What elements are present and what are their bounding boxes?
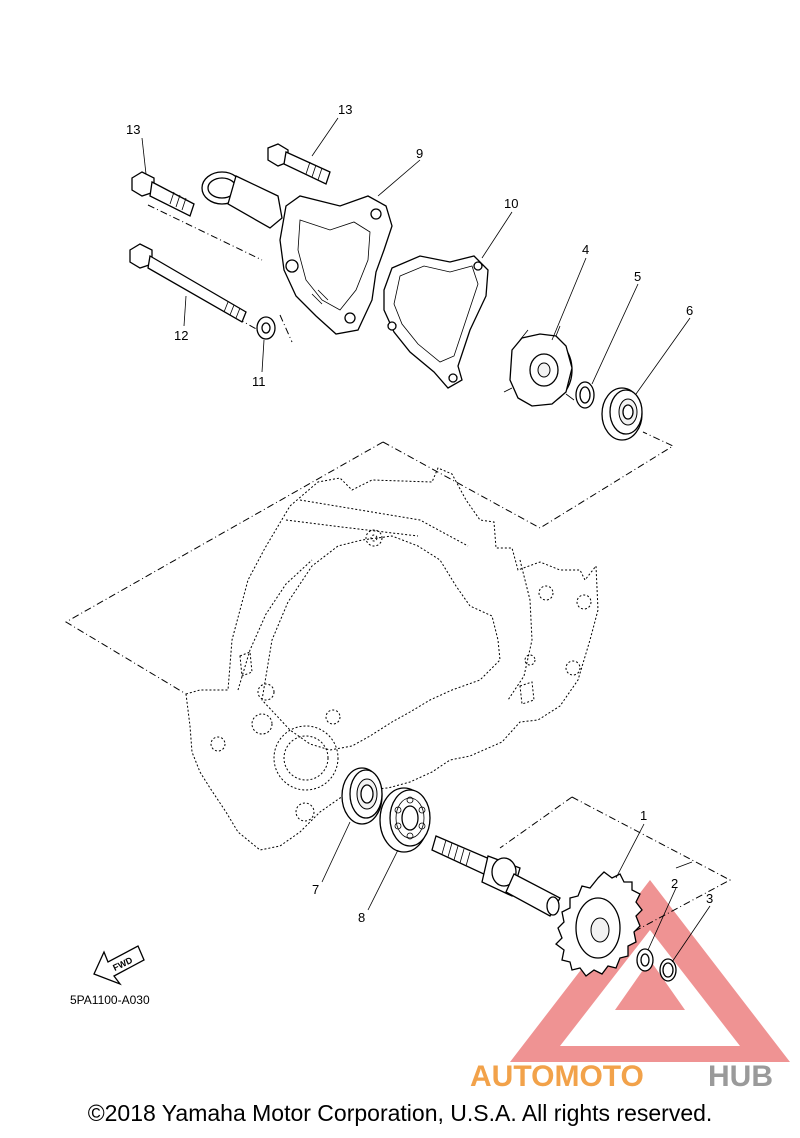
copyright-notice: ©2018 Yamaha Motor Corporation, U.S.A. A… [87,1100,713,1126]
fwd-arrow-icon: FWD [93,945,145,986]
gasket-10 [383,255,489,389]
leader-lines [141,117,711,963]
bearing-8 [379,787,431,853]
watermark-logo [510,880,790,1062]
bolt-13-lower [131,171,195,217]
callout-7: 7 [312,882,319,897]
washer-11 [256,316,276,340]
bolt-12 [129,243,247,323]
seal-7 [341,767,383,825]
callout-4: 4 [582,242,589,257]
bolt-13-upper [267,143,331,185]
crankcase-outline [185,467,599,851]
callout-5: 5 [634,269,641,284]
impeller-shaft-1 [431,835,561,917]
watermark-brand-part2: HUB [708,1060,773,1093]
gear-1 [555,871,643,977]
impeller-4 [503,325,575,407]
callout-10: 10 [504,196,518,211]
callout-labels: 1 2 3 4 5 6 7 8 9 10 11 12 13 13 [126,102,713,925]
callout-13-lower: 13 [126,122,140,137]
callout-12: 12 [174,328,188,343]
callout-1: 1 [640,808,647,823]
callout-11: 11 [252,374,266,389]
callout-3: 3 [706,891,713,906]
watermark-wordmark: AUTOMOTO HUB [470,1060,773,1093]
pump-cover-9 [201,171,393,335]
callout-8: 8 [358,910,365,925]
washer-5 [575,381,595,409]
callout-9: 9 [416,146,423,161]
callout-13-upper: 13 [338,102,352,117]
callout-6: 6 [686,303,693,318]
oil-seal-6 [601,387,643,441]
drawing-code: 5PA1100-A030 [70,993,150,1007]
circlip-3 [659,958,677,982]
washer-2 [636,948,654,972]
watermark-brand-part1: AUTOMOTO [470,1060,644,1093]
callout-2: 2 [671,876,678,891]
